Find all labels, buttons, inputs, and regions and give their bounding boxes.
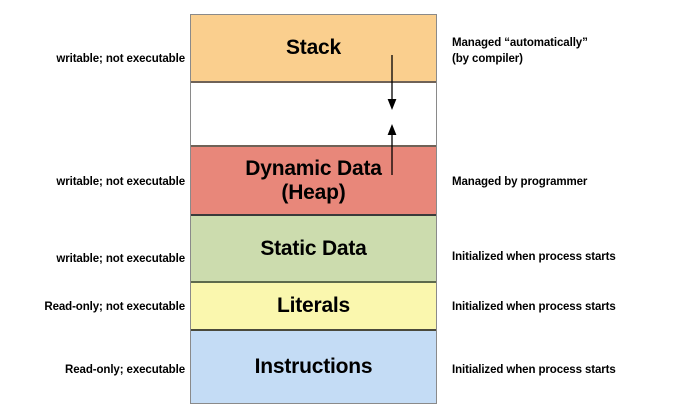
permission-label-instructions: Read-only; executable xyxy=(65,364,185,376)
management-label-instructions: Initialized when process starts xyxy=(452,364,616,376)
memory-segment-heap: Dynamic Data (Heap) xyxy=(191,147,436,216)
permission-label-heap: writable; not executable xyxy=(56,176,185,188)
memory-segment-stack: Stack xyxy=(191,15,436,83)
management-label-literals: Initialized when process starts xyxy=(452,301,616,313)
memory-segment-instructions: Instructions xyxy=(191,331,436,403)
memory-segment-literals: Literals xyxy=(191,283,436,331)
management-label-stack: Managed “automatically” (by compiler) xyxy=(452,37,588,65)
permission-label-static-data: writable; not executable xyxy=(56,253,185,265)
management-label-static-data: Initialized when process starts xyxy=(452,251,616,263)
management-label-heap: Managed by programmer xyxy=(452,176,588,188)
segment-label-instructions: Instructions xyxy=(254,355,373,379)
segment-label-heap-sub: (Heap) xyxy=(281,180,346,204)
segment-label-literals: Literals xyxy=(276,294,351,318)
memory-segment-static-data: Static Data xyxy=(191,216,436,283)
permission-label-literals: Read-only; not executable xyxy=(44,301,185,313)
segment-label-heap: Dynamic Data xyxy=(245,157,382,181)
permission-label-stack: writable; not executable xyxy=(56,53,185,65)
memory-layout-diagram: Stack Dynamic Data (Heap) Static Data Li… xyxy=(190,14,437,404)
memory-segment-gap xyxy=(191,83,436,147)
segment-label-stack: Stack xyxy=(285,36,342,60)
segment-label-static-data: Static Data xyxy=(260,236,367,260)
